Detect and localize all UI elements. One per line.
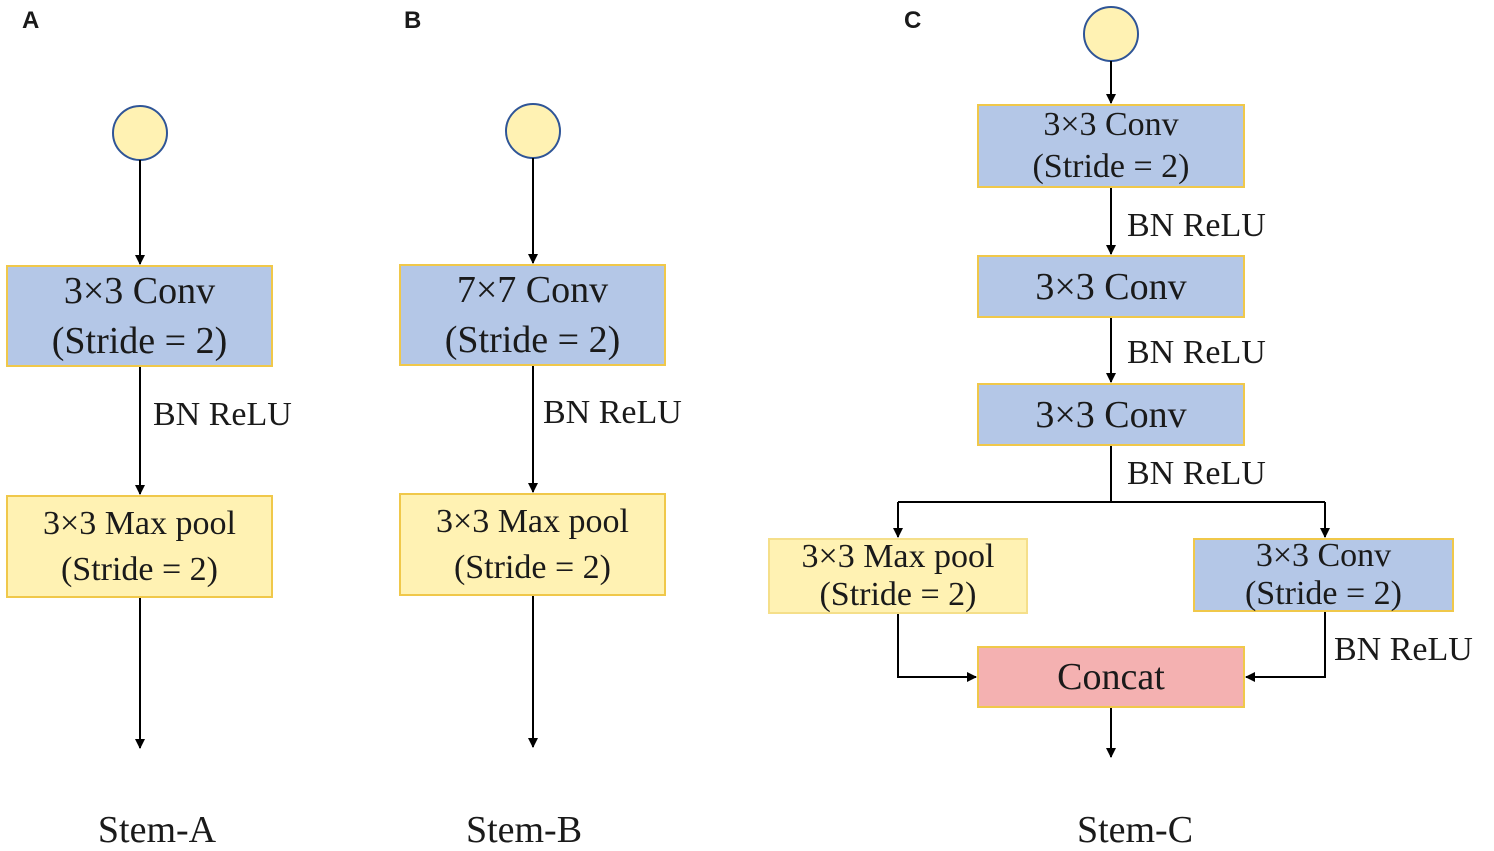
stem-c-input-node (1083, 6, 1139, 62)
panel-letter-a: A (22, 7, 40, 34)
stem-c-maxpool-box: 3×3 Max pool (Stride = 2) (768, 538, 1028, 614)
stem-c-edge-label-2: BN ReLU (1127, 334, 1266, 371)
panel-letter-c: C (904, 7, 922, 34)
stem-a-maxpool-box: 3×3 Max pool (Stride = 2) (6, 495, 273, 598)
stem-c-concat-box: Concat (977, 646, 1245, 708)
stem-c-edge-label-3: BN ReLU (1127, 455, 1266, 492)
stem-c-conv1-line-2: (Stride = 2) (1032, 148, 1190, 185)
stem-a-conv-box: 3×3 Conv (Stride = 2) (6, 265, 273, 367)
stem-b-conv-box: 7×7 Conv (Stride = 2) (399, 264, 666, 366)
panel-letter-b: B (404, 7, 422, 34)
stem-b-caption: Stem-B (465, 809, 583, 851)
stem-c-arrow-conv4-to-concat (1245, 612, 1326, 682)
stem-c-conv4-line-2: (Stride = 2) (1244, 575, 1403, 612)
stem-c-conv4-box: 3×3 Conv (Stride = 2) (1193, 537, 1454, 612)
stem-c-conv4-line-1: 3×3 Conv (1255, 537, 1392, 574)
stem-c-maxpool-line-2: (Stride = 2) (819, 576, 977, 613)
stem-c-edge-label-4: BN ReLU (1334, 631, 1473, 668)
stem-a-edge-label: BN ReLU (153, 396, 292, 433)
stem-c-conv3-line-1: 3×3 Conv (1035, 393, 1187, 436)
stem-b-maxpool-line-2: (Stride = 2) (453, 548, 612, 586)
stem-c-caption: Stem-C (1076, 809, 1194, 851)
stem-c-conv2-box: 3×3 Conv (977, 255, 1245, 318)
stem-b-conv-line-2: (Stride = 2) (444, 319, 621, 361)
stem-c-conv2-line-1: 3×3 Conv (1035, 265, 1187, 308)
stem-a-caption: Stem-A (97, 809, 217, 851)
stem-c-arrow-maxpool-to-concat (897, 614, 977, 682)
stem-b-maxpool-line-1: 3×3 Max pool (436, 502, 629, 540)
stem-a-conv-line-2: (Stride = 2) (51, 320, 228, 362)
stem-a-maxpool-line-1: 3×3 Max pool (43, 504, 236, 542)
stem-b-input-node (505, 103, 561, 159)
stem-a-input-node (112, 105, 168, 161)
stem-c-concat-label: Concat (1057, 656, 1165, 698)
stem-a-maxpool-line-2: (Stride = 2) (60, 550, 219, 588)
stem-b-edge-label: BN ReLU (543, 394, 682, 431)
stem-c-conv1-line-1: 3×3 Conv (1043, 106, 1179, 143)
stem-a-conv-line-1: 3×3 Conv (63, 270, 216, 312)
stem-b-maxpool-box: 3×3 Max pool (Stride = 2) (399, 493, 666, 596)
stem-c-conv1-box: 3×3 Conv (Stride = 2) (977, 104, 1245, 188)
stem-c-maxpool-line-1: 3×3 Max pool (801, 538, 995, 575)
stem-b-conv-line-1: 7×7 Conv (456, 269, 609, 311)
stem-c-edge-label-1: BN ReLU (1127, 207, 1266, 244)
stem-c-conv3-box: 3×3 Conv (977, 383, 1245, 446)
